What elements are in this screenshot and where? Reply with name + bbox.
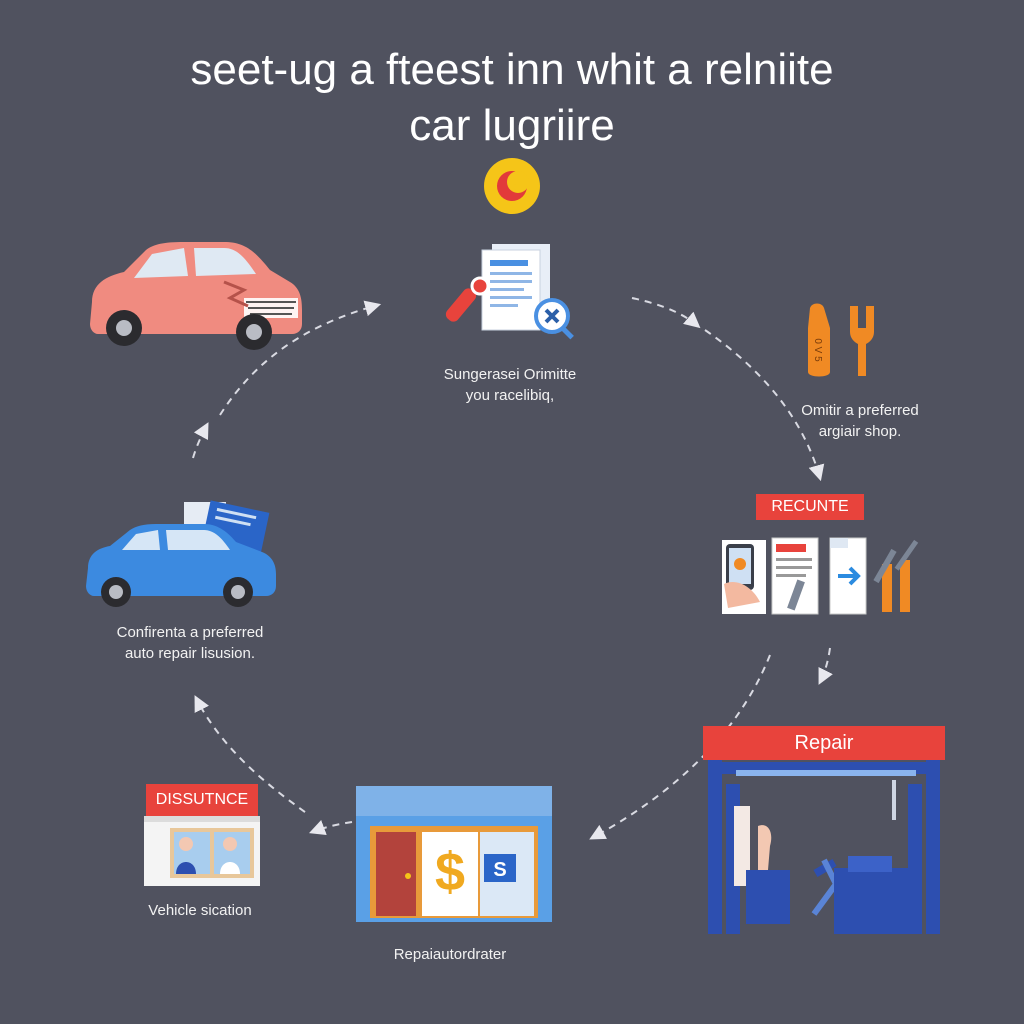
bluecar-caption-line-1: Confirenta a preferred — [116, 624, 264, 641]
bluecar-step-caption: Confirenta a preferred auto repair lisus… — [90, 622, 290, 664]
shop-dollar-sign: $ — [435, 842, 465, 902]
insurance-caption-line-1: Vehicle sication — [148, 902, 252, 919]
diagram-title-line-2: car lugriire — [409, 101, 615, 150]
bluecar-caption-line-2: auto repair lisusion. — [124, 645, 256, 662]
shop-s-sign: S — [493, 859, 506, 881]
docs-caption-line-2: you racelibiq, — [465, 387, 555, 404]
shop-storefront-icon: $ S — [356, 786, 552, 922]
phone-documents-icon — [722, 537, 919, 615]
devices-badge: RECUNTE — [756, 494, 864, 520]
insurance-office-icon — [144, 816, 260, 886]
docs-step-caption: Sungerasei Orimitte you racelibiq, — [425, 364, 595, 406]
arrow-car-to-docs — [219, 300, 382, 416]
wrench-tools-icon: 0 V 5 — [808, 303, 874, 377]
arrow-docs-to-tools — [631, 297, 701, 329]
shop-caption-line-1: Repaiautordrater — [393, 946, 507, 963]
diagram-title-line-1: seet-ug a fteest inn whit a relniite — [190, 45, 834, 94]
tools-caption-line-1: Omitir a preferred — [801, 402, 919, 419]
insurance-banner: DISSUTNCE — [146, 784, 258, 816]
arrow-insurance-to-bluecar — [194, 695, 306, 813]
documents-search-icon — [445, 244, 574, 340]
arrow-shop-to-insurance — [309, 820, 353, 835]
repair-banner: Repair — [703, 726, 945, 760]
arrow-devices-to-repair — [818, 647, 833, 685]
damaged-car-icon — [90, 242, 302, 350]
shop-step-caption: Repaiautordrater — [360, 944, 540, 965]
moon-badge-icon — [484, 158, 540, 214]
tools-caption-line-2: argiair shop. — [818, 423, 902, 440]
docs-caption-line-1: Sungerasei Orimitte — [443, 366, 577, 383]
car-documents-icon — [86, 500, 276, 607]
repair-station-icon — [708, 760, 940, 934]
arrow-tools-to-devices — [704, 329, 825, 482]
arrow-bluecar-to-pinkcar — [192, 422, 209, 459]
insurance-step-caption: Vehicle sication — [120, 900, 280, 921]
arrow-repair-to-shop — [589, 654, 771, 840]
tools-step-caption: Omitir a preferred argiair shop. — [760, 400, 960, 442]
svg-text:0 V 5: 0 V 5 — [812, 338, 823, 362]
